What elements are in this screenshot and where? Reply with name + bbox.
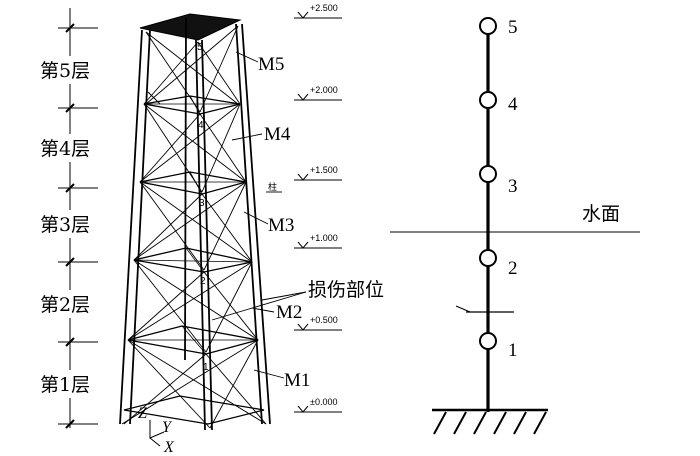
tower-level-2: 2 (200, 276, 206, 287)
column-tag: 柱 (268, 181, 277, 192)
tower-level-1: 1 (203, 362, 209, 373)
model-node-4 (479, 91, 497, 109)
axis-z-label: Z (138, 405, 148, 422)
model-node-3 (479, 165, 497, 183)
floor-label-4: 第4层 (40, 138, 90, 160)
floor-tick-marks (65, 23, 75, 429)
member-label-m2: M2 (276, 302, 302, 323)
floor-label-1: 第1层 (40, 374, 90, 396)
member-label-m1: M1 (284, 370, 310, 391)
model-node-label-1: 1 (508, 340, 518, 361)
tower-level-4: 4 (198, 120, 204, 131)
ground-hatch (433, 411, 547, 435)
elevation-1000: +1.000 (310, 233, 338, 243)
elevation-markers (294, 11, 342, 413)
model-node-1 (479, 332, 497, 350)
member-label-m5: M5 (258, 54, 284, 75)
elevation-1500: +1.500 (310, 165, 338, 175)
water-surface-label: 水面 (582, 203, 620, 225)
model-node-label-5: 5 (508, 17, 518, 38)
mass-model (390, 17, 640, 435)
model-node-2 (479, 249, 497, 267)
damage-location-label: 损伤部位 (308, 279, 384, 301)
floor-label-3: 第3层 (40, 214, 90, 236)
tower-structure (119, 13, 271, 431)
axis-y-label: Y (162, 419, 173, 436)
floor-label-2: 第2层 (40, 294, 90, 316)
elevation-0500: +0.500 (310, 315, 338, 325)
damage-leaders (211, 291, 307, 321)
tower-level-3: 3 (199, 198, 205, 209)
member-leaders (231, 51, 285, 379)
model-node-label-2: 2 (508, 258, 518, 279)
damage-marker-tick (455, 305, 471, 313)
elevation-2000: +2.000 (310, 85, 338, 95)
member-label-m4: M4 (264, 124, 291, 145)
elevation-0000: ±0.000 (310, 397, 337, 407)
axis-x-label: X (163, 439, 175, 456)
tower-level-5: 5 (197, 42, 203, 53)
floor-label-5: 第5层 (40, 60, 90, 82)
model-node-5 (479, 17, 497, 35)
model-node-label-3: 3 (508, 176, 518, 197)
coordinate-axes (149, 420, 165, 447)
model-node-label-4: 4 (508, 94, 518, 115)
member-label-m3: M3 (268, 215, 294, 236)
elevation-2500: +2.500 (310, 3, 338, 13)
